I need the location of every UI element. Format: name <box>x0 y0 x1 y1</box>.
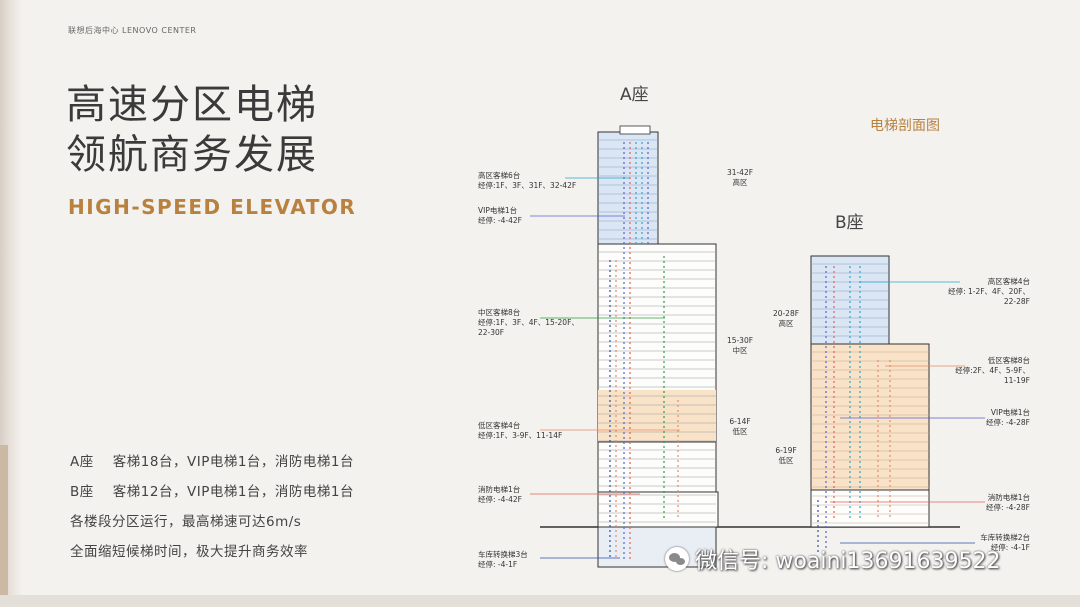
accent-bar <box>0 445 8 595</box>
b-label-fire-1: 消防电梯1台 <box>988 492 1030 502</box>
b-label-high-3: 22-28F <box>1004 297 1030 306</box>
a-label-mid-1: 中区客梯8台 <box>478 307 520 317</box>
a-label-fire-1: 消防电梯1台 <box>478 484 520 494</box>
a-label-low-1: 低区客梯4台 <box>478 420 520 430</box>
tower-b-zones: 20-28F 高区 6-19F 低区 <box>773 309 799 465</box>
wechat-icon <box>665 547 689 571</box>
a-zone-mid-name: 中区 <box>733 345 748 355</box>
a-label-fire-2: 经停: -4-42F <box>478 494 522 504</box>
page-subtitle: HIGH-SPEED ELEVATOR <box>68 195 357 219</box>
b-label-vip-2: 经停: -4-28F <box>986 417 1030 427</box>
header-tag: 联想后海中心 LENOVO CENTER <box>68 26 197 35</box>
a-label-mid-2: 经停:1F、3F、4F、15-20F、 <box>478 317 579 327</box>
tower-a-label: A座 <box>70 454 94 470</box>
tower-a-zones: 31-42F 高区 15-30F 中区 6-14F 低区 <box>727 168 753 436</box>
a-label-vip-2: 经停: -4-42F <box>478 215 522 225</box>
elevator-section-diagram: 电梯剖面图 A座 B座 高区客梯6台 经停:1F、3F、31F、32-42F V… <box>478 85 1030 569</box>
b-label-high-2: 经停: 1-2F、4F、20F、 <box>948 286 1030 296</box>
bottom-frame <box>0 595 1080 607</box>
tower-b-building <box>810 255 930 528</box>
a-label-vip-1: VIP电梯1台 <box>478 205 517 215</box>
a-zone-high-floors: 31-42F <box>727 168 753 177</box>
a-zone-low-name: 低区 <box>733 426 748 436</box>
tower-b-summary: B座 客梯12台，VIP电梯1台，消防电梯1台 <box>70 477 354 507</box>
b-label-low-2: 经停:2F、4F、5-9F、 <box>955 365 1030 375</box>
description-line-3: 各楼段分区运行，最高梯速可达6m/s <box>70 514 302 530</box>
a-zone-mid-floors: 15-30F <box>727 336 753 345</box>
a-label-mid-3: 22-30F <box>478 328 504 337</box>
b-zone-high-name: 高区 <box>779 318 794 328</box>
watermark: 微信号: woaini13691639522 <box>665 543 1000 575</box>
b-label-high-1: 高区客梯4台 <box>988 276 1030 286</box>
b-label-garage-2: 经停: -4-1F <box>991 542 1030 552</box>
tower-a-labels: 高区客梯6台 经停:1F、3F、31F、32-42F VIP电梯1台 经停: -… <box>478 170 680 569</box>
tower-b-name: B座 <box>835 213 864 233</box>
b-zone-low-floors: 6-19F <box>775 446 796 455</box>
b-label-garage-1: 车库转换梯2台 <box>980 532 1030 542</box>
a-label-garage-2: 经停: -4-1F <box>478 559 517 569</box>
a-zone-high-name: 高区 <box>733 177 748 187</box>
tower-b-text: 客梯12台，VIP电梯1台，消防电梯1台 <box>112 484 355 500</box>
tower-a-summary: A座 客梯18台，VIP电梯1台，消防电梯1台 <box>70 447 354 477</box>
a-label-high-2: 经停:1F、3F、31F、32-42F <box>478 180 576 190</box>
description-line-4: 全面缩短候梯时间，极大提升商务效率 <box>70 544 308 560</box>
page-title: 高速分区电梯 领航商务发展 <box>66 80 318 180</box>
a-label-low-2: 经停:1F、3-9F、11-14F <box>478 430 562 440</box>
a-label-high-1: 高区客梯6台 <box>478 170 520 180</box>
b-label-low-1: 低区客梯8台 <box>988 355 1030 365</box>
b-label-fire-2: 经停: -4-28F <box>986 502 1030 512</box>
a-label-garage-1: 车库转换梯3台 <box>478 549 528 559</box>
watermark-text: 微信号: woaini13691639522 <box>695 549 1001 574</box>
tower-b-labels: 高区客梯4台 经停: 1-2F、4F、20F、 22-28F 低区客梯8台 经停… <box>830 276 1030 552</box>
b-label-low-3: 11-19F <box>1004 376 1030 385</box>
b-label-vip-1: VIP电梯1台 <box>991 407 1030 417</box>
tower-b-label: B座 <box>70 484 94 500</box>
b-zone-high-floors: 20-28F <box>773 309 799 318</box>
title-line-1: 高速分区电梯 <box>66 82 318 128</box>
tower-a-text: 客梯18台，VIP电梯1台，消防电梯1台 <box>112 454 355 470</box>
b-zone-low-name: 低区 <box>779 455 794 465</box>
diagram-title: 电梯剖面图 <box>870 118 940 134</box>
tower-a-name: A座 <box>620 85 649 105</box>
a-zone-low-floors: 6-14F <box>729 417 750 426</box>
description-block: A座 客梯18台，VIP电梯1台，消防电梯1台 B座 客梯12台，VIP电梯1台… <box>70 447 354 567</box>
title-line-2: 领航商务发展 <box>66 132 318 178</box>
